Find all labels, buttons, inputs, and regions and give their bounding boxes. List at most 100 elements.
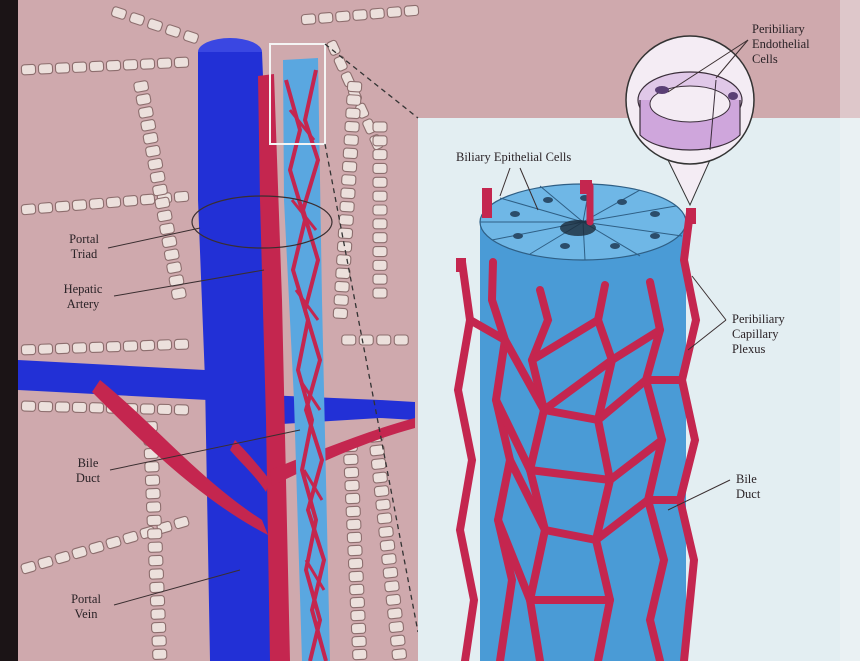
hepatocyte-cell	[381, 553, 396, 564]
hepatocyte-cell	[377, 513, 392, 524]
hepatocyte-cell	[373, 205, 387, 215]
hepatocyte-cell	[383, 567, 398, 578]
hepatocyte-cell	[373, 260, 387, 270]
hepatocyte-cell	[335, 281, 350, 292]
hepatocyte-cell	[140, 340, 154, 350]
hepatocyte-cell	[337, 241, 352, 252]
hepatocyte-cell	[348, 558, 362, 569]
hepatocyte-cell	[343, 148, 358, 159]
hepatocyte-cell	[157, 210, 173, 222]
hepatocyte-cell	[384, 581, 399, 592]
hepatocyte-cell	[373, 233, 387, 243]
hepatocyte-cell	[174, 57, 188, 68]
hepatocyte-cell	[373, 177, 387, 187]
hepatocyte-cell	[145, 475, 159, 486]
hepatocyte-cell	[38, 63, 52, 74]
hepatocyte-cell	[155, 197, 171, 209]
hepatocyte-cell	[151, 609, 165, 620]
hepatocyte-cell	[150, 595, 164, 606]
hepatocyte-cell	[145, 145, 161, 157]
hepatocyte-cell	[106, 60, 120, 71]
hepatocyte-cell	[146, 502, 160, 513]
hepatocyte-cell	[164, 249, 180, 261]
hepatocyte-cell	[404, 5, 419, 16]
hepatocyte-cell	[336, 255, 351, 266]
hepatocyte-cell	[157, 340, 171, 350]
hepatocyte-cell	[373, 288, 387, 298]
hepatocyte-cell	[123, 195, 138, 206]
hepatocyte-cell	[373, 472, 388, 483]
hepatocyte-cell	[55, 201, 70, 212]
hepatocyte-cell	[55, 343, 69, 353]
hepatocyte-cell	[133, 80, 149, 92]
hepatocyte-cell	[333, 308, 348, 319]
hepatocyte-cell	[149, 569, 163, 580]
hepatocyte-cell	[373, 274, 387, 284]
hepatocyte-cell	[347, 519, 361, 530]
hepatocyte-cell	[344, 467, 358, 478]
hepatocyte-cell	[389, 621, 404, 632]
hepatocyte-cell	[140, 194, 155, 205]
hepatocyte-cell	[55, 63, 69, 74]
hepatocyte-cell	[38, 202, 53, 213]
hepatocyte-cell	[171, 287, 187, 299]
hepatocyte-cell	[149, 555, 163, 566]
hepatocyte-cell	[72, 62, 86, 73]
hepatocyte-cell	[106, 197, 121, 208]
hepatocyte-cell	[148, 158, 164, 170]
hepatocyte-cell	[342, 335, 356, 345]
hepatocyte-cell	[336, 268, 351, 279]
hepatocyte-cell	[21, 204, 36, 215]
hepatocyte-cell	[143, 132, 159, 144]
label-portal-vein: Portal Vein	[56, 592, 116, 622]
hepatocyte-cell	[106, 341, 120, 351]
hepatocyte-cell	[21, 344, 35, 354]
hepatocyte-cell	[379, 526, 394, 537]
hepatocyte-cell	[157, 404, 171, 414]
hepatocyte-cell	[72, 343, 86, 353]
hepatocyte-cell	[174, 339, 188, 349]
hepatocyte-cell	[377, 335, 391, 345]
label-bile-duct-right: Bile Duct	[736, 472, 796, 502]
hepatocyte-cell	[345, 480, 359, 491]
hepatocyte-cell	[150, 171, 166, 183]
hepatocyte-cell	[159, 223, 175, 235]
hepatocyte-cell	[376, 499, 391, 510]
hepatocyte-cell	[166, 261, 182, 273]
hepatocyte-cell	[38, 344, 52, 354]
hepatocyte-cell	[162, 236, 178, 248]
hepatocyte-cell	[380, 540, 395, 551]
hepatocyte-cell	[152, 184, 168, 196]
hepatocyte-cell	[153, 649, 167, 660]
hepatocyte-cell	[140, 404, 154, 414]
hepatocyte-cell	[373, 163, 387, 173]
hepatocyte-cell	[301, 14, 316, 25]
hepatocyte-cell	[371, 458, 386, 469]
hepatocyte-cell	[344, 135, 359, 146]
hepatocyte-cell	[342, 161, 357, 172]
label-bile-duct-left: Bile Duct	[60, 456, 116, 486]
hepatocyte-cell	[21, 401, 35, 411]
hepatocyte-cell	[386, 594, 401, 605]
hepatocyte-cell	[373, 219, 387, 229]
hepatocyte-cell	[55, 402, 69, 412]
hepatocyte-cell	[89, 342, 103, 352]
hepatocyte-cell	[341, 175, 356, 186]
hepatocyte-cell	[340, 201, 355, 212]
hepatocyte-cell	[89, 61, 103, 72]
hepatocyte-cell	[373, 150, 387, 160]
hepatocyte-cell	[373, 122, 387, 132]
hepatocyte-cell	[345, 493, 359, 504]
hepatocyte-cell	[359, 335, 373, 345]
hepatocyte-cell	[387, 608, 402, 619]
hepatocyte-cell	[338, 228, 353, 239]
hepatocyte-cell	[353, 9, 368, 20]
hepatocyte-cell	[350, 584, 364, 595]
hepatocyte-cell	[347, 81, 362, 92]
hepatocyte-cell	[346, 108, 361, 119]
hepatocyte-cell	[140, 59, 154, 70]
hepatocyte-cell	[348, 545, 362, 556]
hepatocyte-cell	[148, 542, 162, 553]
hepatocyte-cell	[387, 7, 402, 18]
